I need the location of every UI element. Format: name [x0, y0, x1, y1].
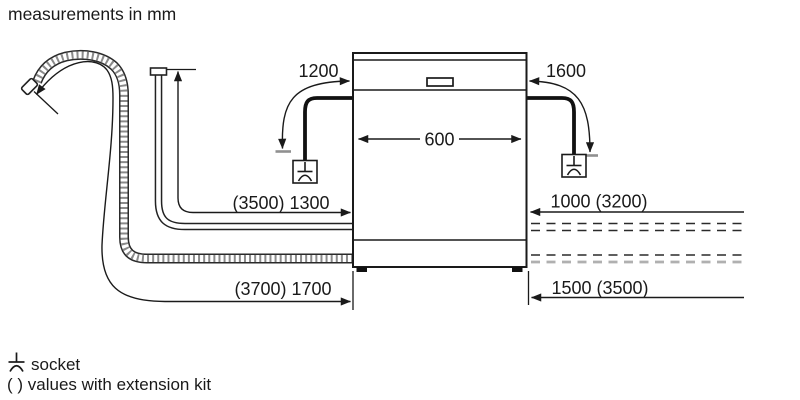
- socket-icon: [8, 352, 25, 372]
- socket-left: [292, 159, 318, 184]
- appliance-body: [352, 52, 528, 268]
- dim-label-left-cord: 1200: [298, 61, 338, 81]
- appliance-foot-left: [356, 267, 367, 272]
- legend-extension-label: ( ) values with extension kit: [7, 375, 211, 394]
- socket-icon: [297, 162, 313, 182]
- power-cord-right: [527, 96, 576, 154]
- dim-label-width: 600: [424, 130, 454, 150]
- drain-hose-spout: [20, 77, 39, 96]
- socket-icon: [566, 156, 582, 176]
- appliance: [352, 52, 528, 272]
- legend: socket ( ) values with extension kit: [7, 352, 211, 394]
- dim-label-supply-hose: (3500) 1300: [232, 193, 329, 213]
- appliance-handle: [426, 77, 454, 87]
- dim-leader-right-cord: [528, 77, 595, 153]
- dim-label-right-cord: 1600: [546, 61, 586, 81]
- power-cord-left: [303, 96, 352, 160]
- dim-ext-line-spout: [33, 91, 59, 115]
- appliance-foot-right: [512, 267, 523, 272]
- dim-label-right-upper: 1000 (3200): [550, 192, 647, 212]
- socket-right: [561, 153, 587, 178]
- dim-label-drain-hose: (3700) 1700: [234, 279, 331, 299]
- extension-dashed-lines: [531, 222, 744, 264]
- dim-leader-left-cord: [278, 77, 351, 150]
- diagram-title: measurements in mm: [8, 4, 176, 24]
- dim-label-right-lower: 1500 (3500): [551, 278, 648, 298]
- dim-leader-drain-hose: [35, 60, 352, 306]
- supply-hose-tap-connector: [149, 67, 168, 76]
- legend-socket-label: socket: [31, 355, 80, 374]
- dim-leader-supply-hose: [173, 70, 352, 217]
